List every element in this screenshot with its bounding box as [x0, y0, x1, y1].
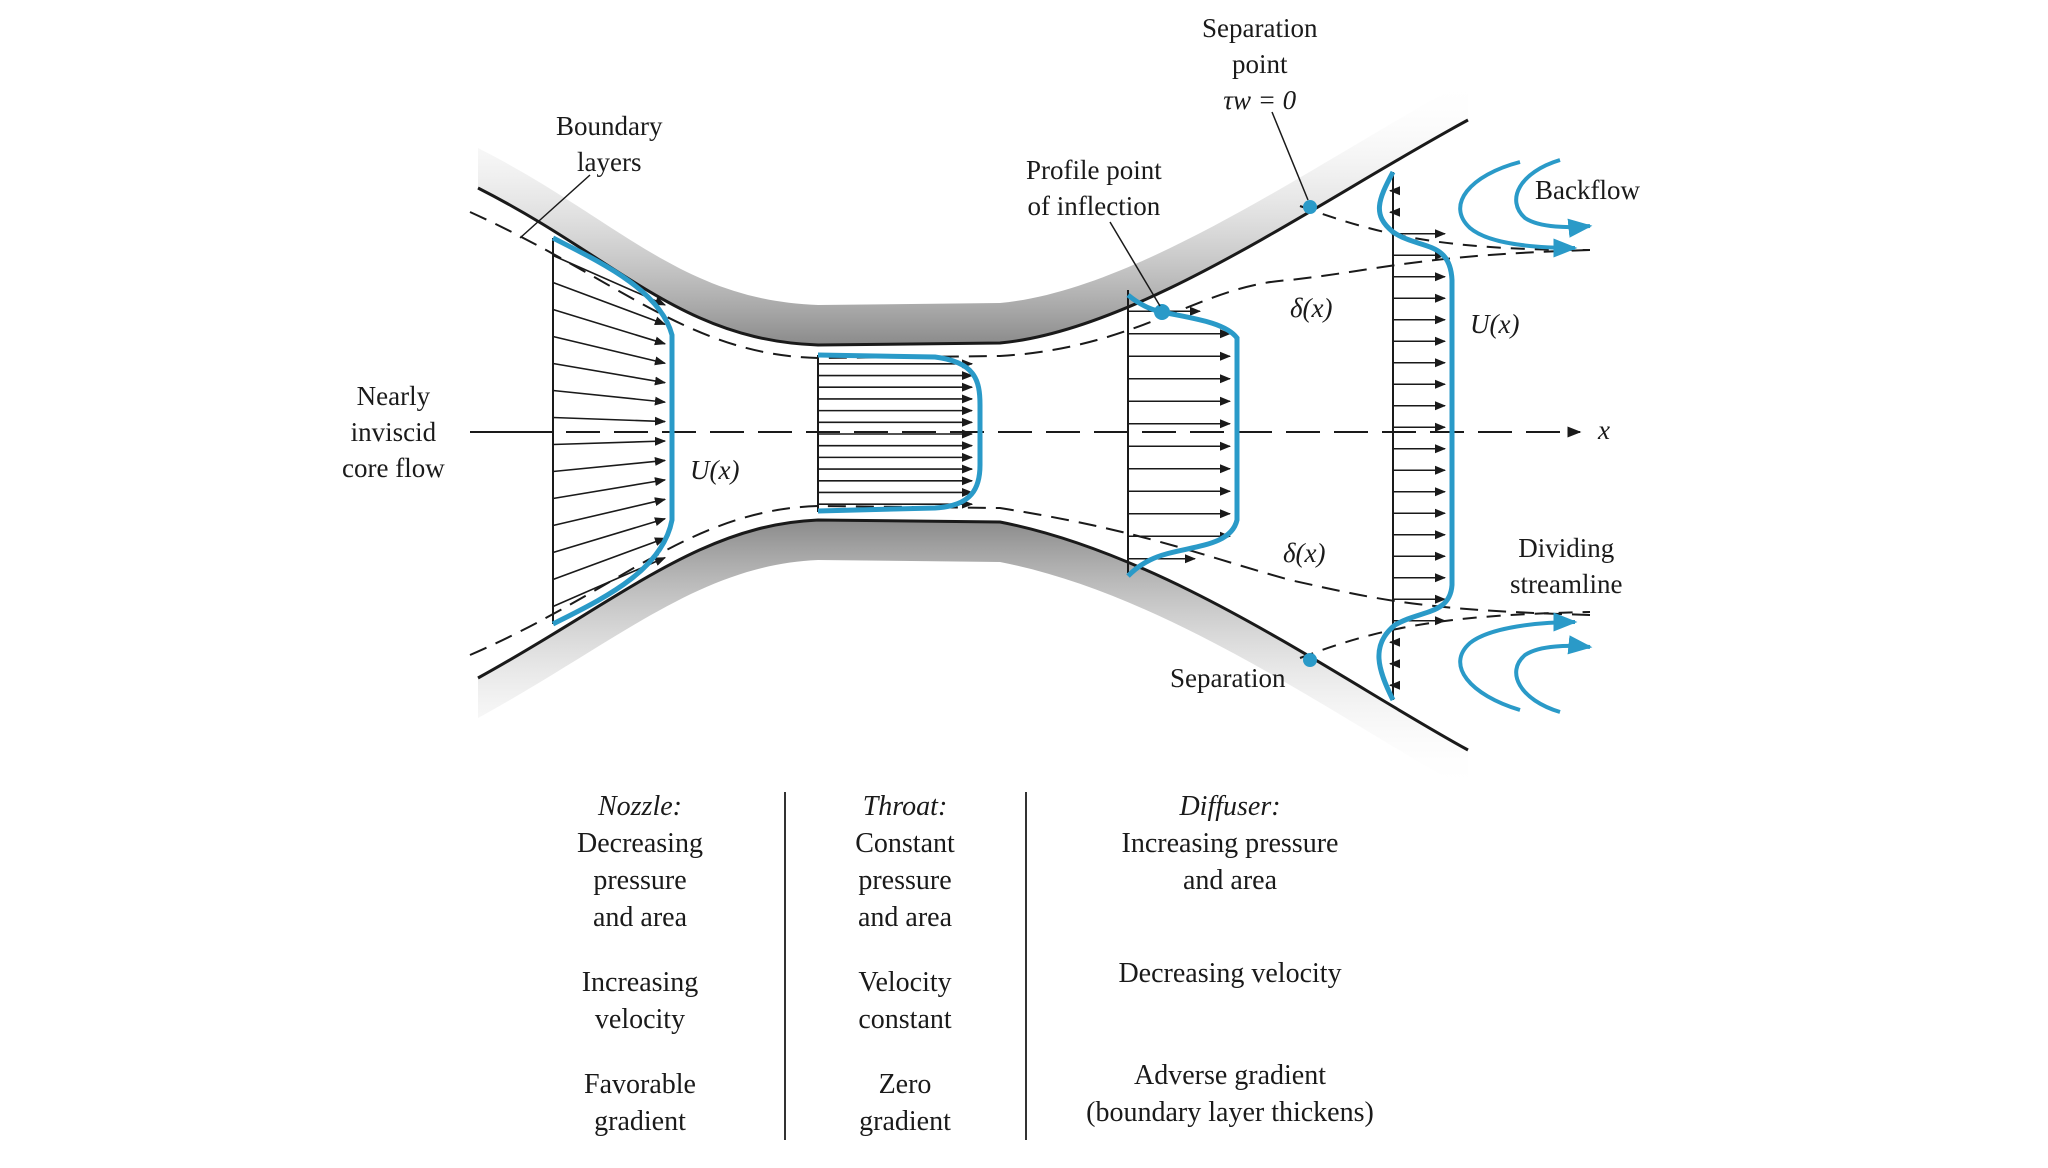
- backflow-top-inner: [1514, 158, 1593, 238]
- inflection-leader: [1109, 221, 1161, 307]
- nozzle-velocity-arrow: [552, 456, 667, 473]
- top-wall-shade: [478, 80, 1468, 345]
- backflow-label: Backflow: [1535, 175, 1640, 205]
- nozzle-velocity-arrow: [552, 281, 667, 326]
- nozzle-velocity-arrow: [552, 517, 667, 554]
- dividing-streamline-label: Dividing streamline: [1510, 533, 1623, 599]
- nozzle-velocity-arrow: [552, 335, 667, 366]
- bottom-dividing-line: [1299, 611, 1591, 659]
- nozzle-velocity-arrow: [552, 416, 667, 426]
- throat-velocity-profile: [817, 352, 983, 514]
- nozzle-region-text: Nozzle: Decreasing pressure and area Inc…: [577, 791, 703, 1137]
- core-flow-label: Nearly inviscid core flow: [342, 381, 445, 483]
- nozzle-velocity-arrow: [552, 537, 667, 581]
- diffuser-velocity-profile: [1376, 170, 1455, 702]
- backflow-bottom-outer: [1458, 612, 1578, 712]
- ux-nozzle-label: U(x): [690, 455, 740, 485]
- bottom-wall: [477, 518, 1469, 752]
- boundary-layers-label: Boundary layers: [556, 111, 663, 177]
- nozzle-velocity-arrow: [552, 389, 667, 406]
- nozzle-velocity-profile: [551, 235, 675, 627]
- delta-bottom-label: δ(x): [1283, 538, 1326, 568]
- x-axis-label: x: [1598, 415, 1610, 445]
- inflection-velocity-arrows: [1128, 306, 1232, 564]
- backflow-top-outer: [1458, 160, 1578, 258]
- diffuser-velocity-arrows: [1388, 186, 1447, 690]
- inflection-point: [1154, 304, 1170, 320]
- throat-region-text: Throat: Constant pressure and area Veloc…: [855, 791, 955, 1137]
- nozzle-velocity-arrow: [552, 477, 667, 500]
- diffuser-region-text: Diffuser: Increasing pressure and area D…: [1086, 791, 1374, 1128]
- backflow-bottom-inner: [1514, 635, 1593, 714]
- nozzle-velocity-arrow: [552, 436, 667, 446]
- separation-point-label: Separation point τw = 0: [1202, 13, 1318, 115]
- separation-label: Separation: [1170, 663, 1286, 693]
- region-divider-1: [784, 792, 786, 1140]
- separation-point-leader: [1271, 111, 1309, 201]
- nozzle-velocity-arrow: [552, 497, 667, 527]
- nozzle-velocity-arrow: [552, 308, 667, 346]
- top-separation-point: [1303, 200, 1317, 214]
- throat-velocity-arrows: [818, 359, 974, 509]
- boundary-layers-leader-1: [519, 174, 591, 239]
- bottom-separation-point: [1303, 653, 1317, 667]
- nozzle-velocity-arrow: [552, 362, 667, 386]
- delta-top-label: δ(x): [1290, 293, 1333, 323]
- profile-inflection-label: Profile point of inflection: [1026, 155, 1162, 221]
- region-divider-2: [1025, 792, 1027, 1140]
- bottom-wall-shade: [478, 520, 1468, 790]
- inflection-velocity-profile: [1126, 293, 1240, 578]
- top-bl-edge: [469, 211, 1591, 360]
- ux-diffuser-label: U(x): [1470, 309, 1520, 339]
- top-dividing-line: [1299, 205, 1591, 251]
